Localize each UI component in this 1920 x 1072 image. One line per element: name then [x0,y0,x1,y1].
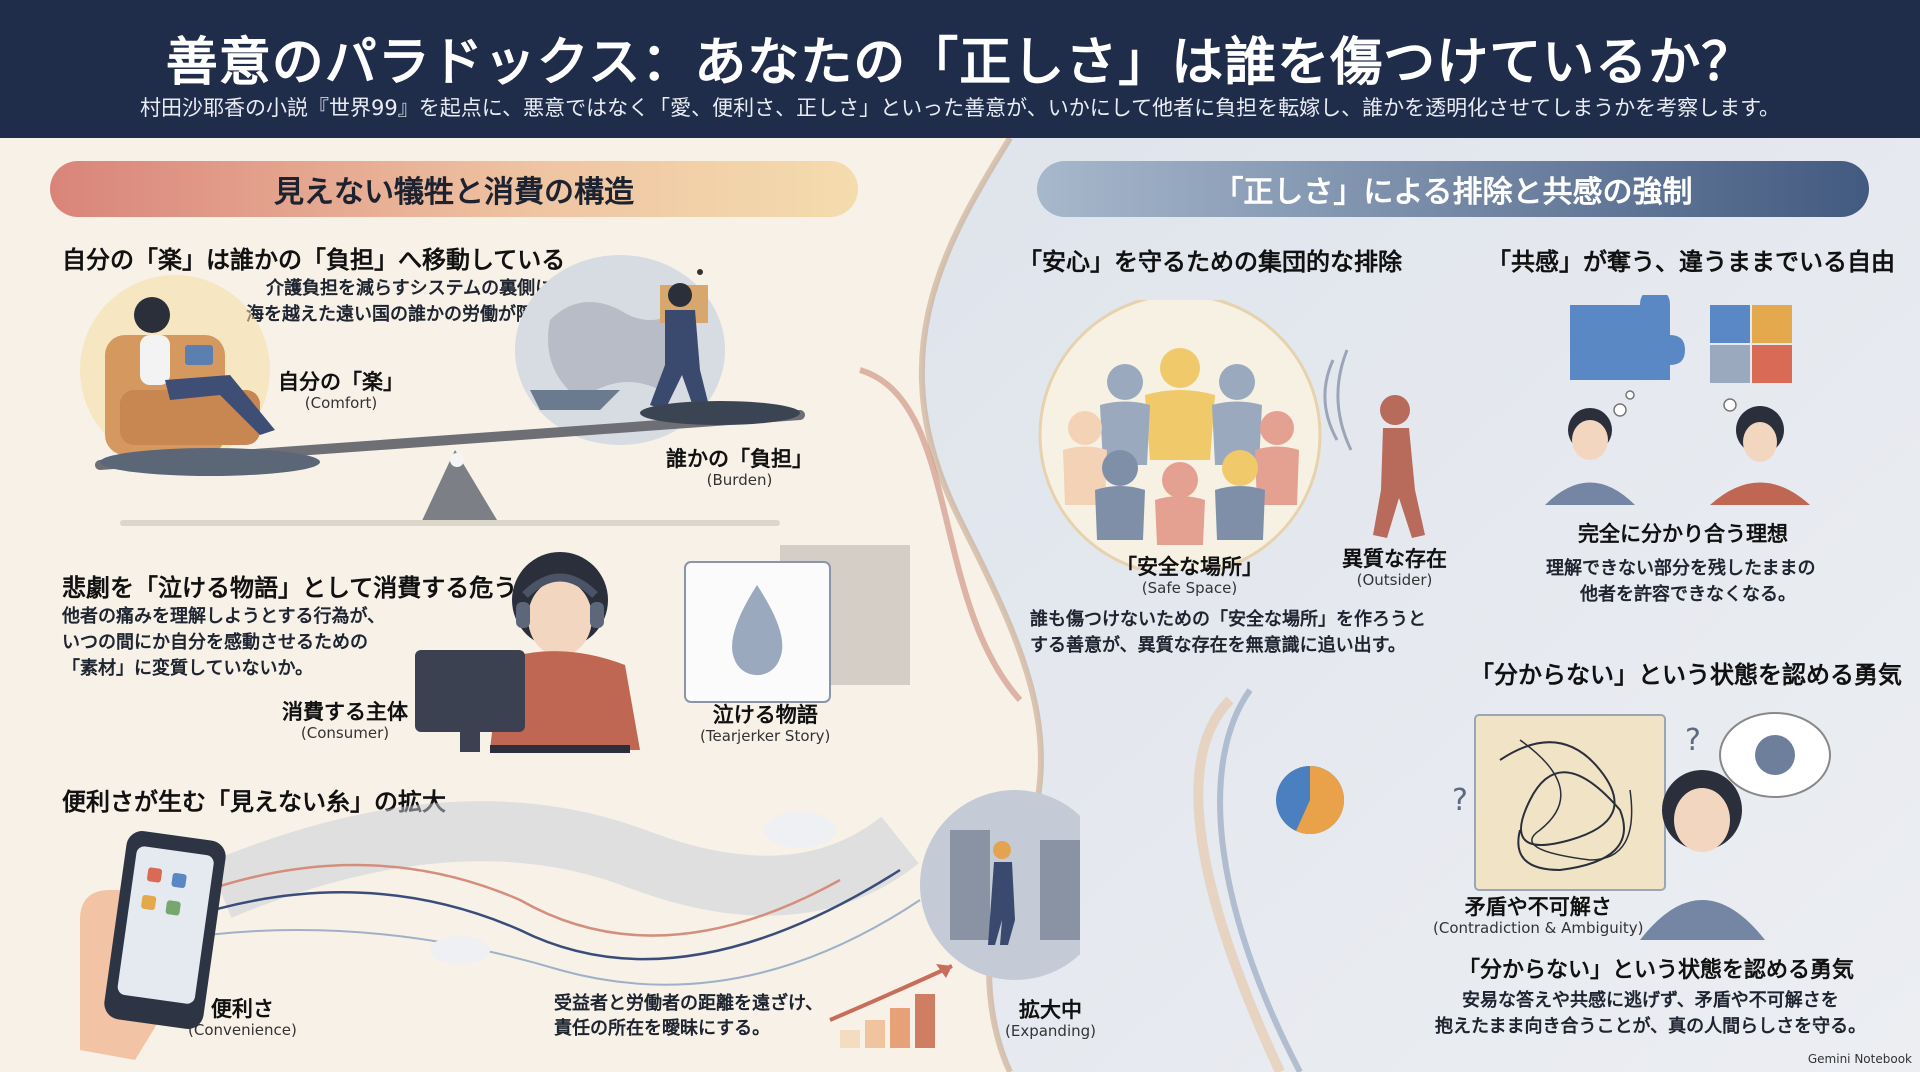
fulcrum [420,450,500,525]
convenience-label-en: (Convenience) [188,1021,297,1039]
empathy-text-1: 理解できない部分を残したままの [1546,558,1816,579]
svg-text:?: ? [1685,723,1701,758]
warehouse-shelves-icon [950,830,990,940]
expanding-label-jp: 拡大中 [1019,998,1082,1022]
courage-heading-2: 「分からない」という状態を認める勇気 [1458,958,1855,983]
outsider-person-icon [1380,395,1410,425]
story-label-jp: 泣ける物語 [712,703,818,727]
consumer-illustration [415,545,910,753]
page-title: 善意のパラドックス：あなたの「正しさ」は誰を傷つけているか？ [165,33,1755,93]
tragedy-heading: 悲劇を「泣ける物語」として消費する危うさ [62,574,542,602]
tragedy-text-1: 他者の痛みを理解しようとする行為が、 [62,606,386,627]
courage-text-2: 抱えたまま向き合うことが、真の人間らしさを守る。 [1435,1016,1867,1037]
empathy-text-2: 他者を許容できなくなる。 [1580,584,1796,605]
trend-arrow-icon [936,964,952,978]
brand-watermark: Gemini Notebook [1807,1052,1912,1066]
exclusion-heading: 「安心」を守るための集団的な排除 [1018,248,1402,276]
cloud-icon [764,812,836,848]
worker-carrying-icon [668,283,692,307]
convenience-label: 便利さ (Convenience) [188,997,297,1039]
burden-label: 誰かの「負担」 (Burden) [666,447,813,489]
consumer-label-en: (Consumer) [300,724,390,742]
group-of-people-icon [1063,348,1299,545]
puzzle-illustration [1545,295,1810,505]
empathy-heading: 「共感」が奪う、違うままでいる自由 [1487,248,1895,276]
courage-text-1: 安易な答えや共感に逃げず、矛盾や不可解さを [1462,990,1839,1011]
head-profile-icon [1755,735,1795,775]
ideal-label: 完全に分かり合う理想 [1578,522,1788,546]
burden-label-en: (Burden) [706,471,773,489]
safe-space-label-jp: 「安全な場所」 [1116,555,1263,579]
convenience-text-2: 責任の所在を曖昧にする。 [554,1018,771,1039]
mixed-puzzle-icon [1710,305,1792,383]
contradiction-label-en: (Contradiction & Ambiguity) [1433,919,1644,937]
person-relaxing-icon [134,297,170,333]
convenience-label-jp: 便利さ [210,997,274,1021]
tablet-icon [185,345,213,365]
expanding-bars [829,964,953,1048]
cargo-ship-icon [530,390,620,410]
expanding-label-en: (Expanding) [1005,1022,1096,1040]
pie-icon [1276,766,1344,834]
burden-text-1: 介護負担を減らすシステムの裏側には、 [266,278,590,299]
question-mark-icon: ? [1452,783,1468,818]
consumer-label: 消費する主体 (Consumer) [282,700,408,742]
outsider-label-jp: 異質な存在 [1342,547,1447,571]
exclusion-text-2: する善意が、異質な存在を無意識に追い出す。 [1030,635,1406,656]
header-banner: 善意のパラドックス：あなたの「正しさ」は誰を傷つけているか？ 村田沙耶香の小説『… [0,0,1920,138]
comfort-label-jp: 自分の「楽」 [278,370,404,394]
ambiguity-illustration: ? ? [1452,712,1831,940]
warehouse-worker-icon [988,862,1015,945]
page-subtitle: 村田沙耶香の小説『世界99』を起点に、悪意ではなく「愛、便利さ、正しさ」といった… [140,96,1780,120]
contradiction-label-jp: 矛盾や不可解さ [1464,895,1612,919]
section-title-exclusion: 「正しさ」による排除と共感の強制 [1037,161,1869,217]
exclusion-text-1: 誰も傷つけないための「安全な場所」を作ろうと [1030,609,1426,630]
seesaw-illustration [80,255,805,526]
safe-space-illustration [1038,300,1425,570]
consumer-label-jp: 消費する主体 [282,700,408,724]
contradiction-label: 矛盾や不可解さ (Contradiction & Ambiguity) [1433,895,1644,937]
expanding-label: 拡大中 (Expanding) [1005,998,1096,1040]
courage-heading: 「分からない」という状態を認める勇気 [1470,661,1902,689]
teardrop-icon [732,585,783,676]
burden-label-jp: 誰かの「負担」 [666,447,813,471]
convenience-text-1: 受益者と労働者の距離を遠ざけ、 [554,993,824,1014]
invisible-threads-illustration [80,790,1080,1060]
computer-monitor-icon [415,650,525,732]
story-label-en: (Tearjerker Story) [700,727,831,745]
safe-space-label-en: (Safe Space) [1141,579,1238,597]
comfort-label-en: (Comfort) [304,394,378,412]
section-title-invisible-sacrifice: 見えない犠牲と消費の構造 [50,161,858,217]
outsider-label-en: (Outsider) [1356,571,1433,589]
comfort-label: 自分の「楽」 (Comfort) [278,370,404,412]
single-puzzle-piece-icon [1570,295,1685,380]
tragedy-text-2: いつの間にか自分を感動させるための [62,632,368,653]
headphones-icon [522,573,598,598]
tangled-puzzle-icon [1474,714,1666,891]
outsider-label: 異質な存在 (Outsider) [1342,547,1447,589]
safe-space-label: 「安全な場所」 (Safe Space) [1116,555,1263,597]
tragedy-text-3: 「素材」に変質していないか。 [62,658,314,679]
story-label: 泣ける物語 (Tearjerker Story) [700,703,830,745]
burden-heading: 自分の「楽」は誰かの「負担」へ移動している [62,246,566,274]
